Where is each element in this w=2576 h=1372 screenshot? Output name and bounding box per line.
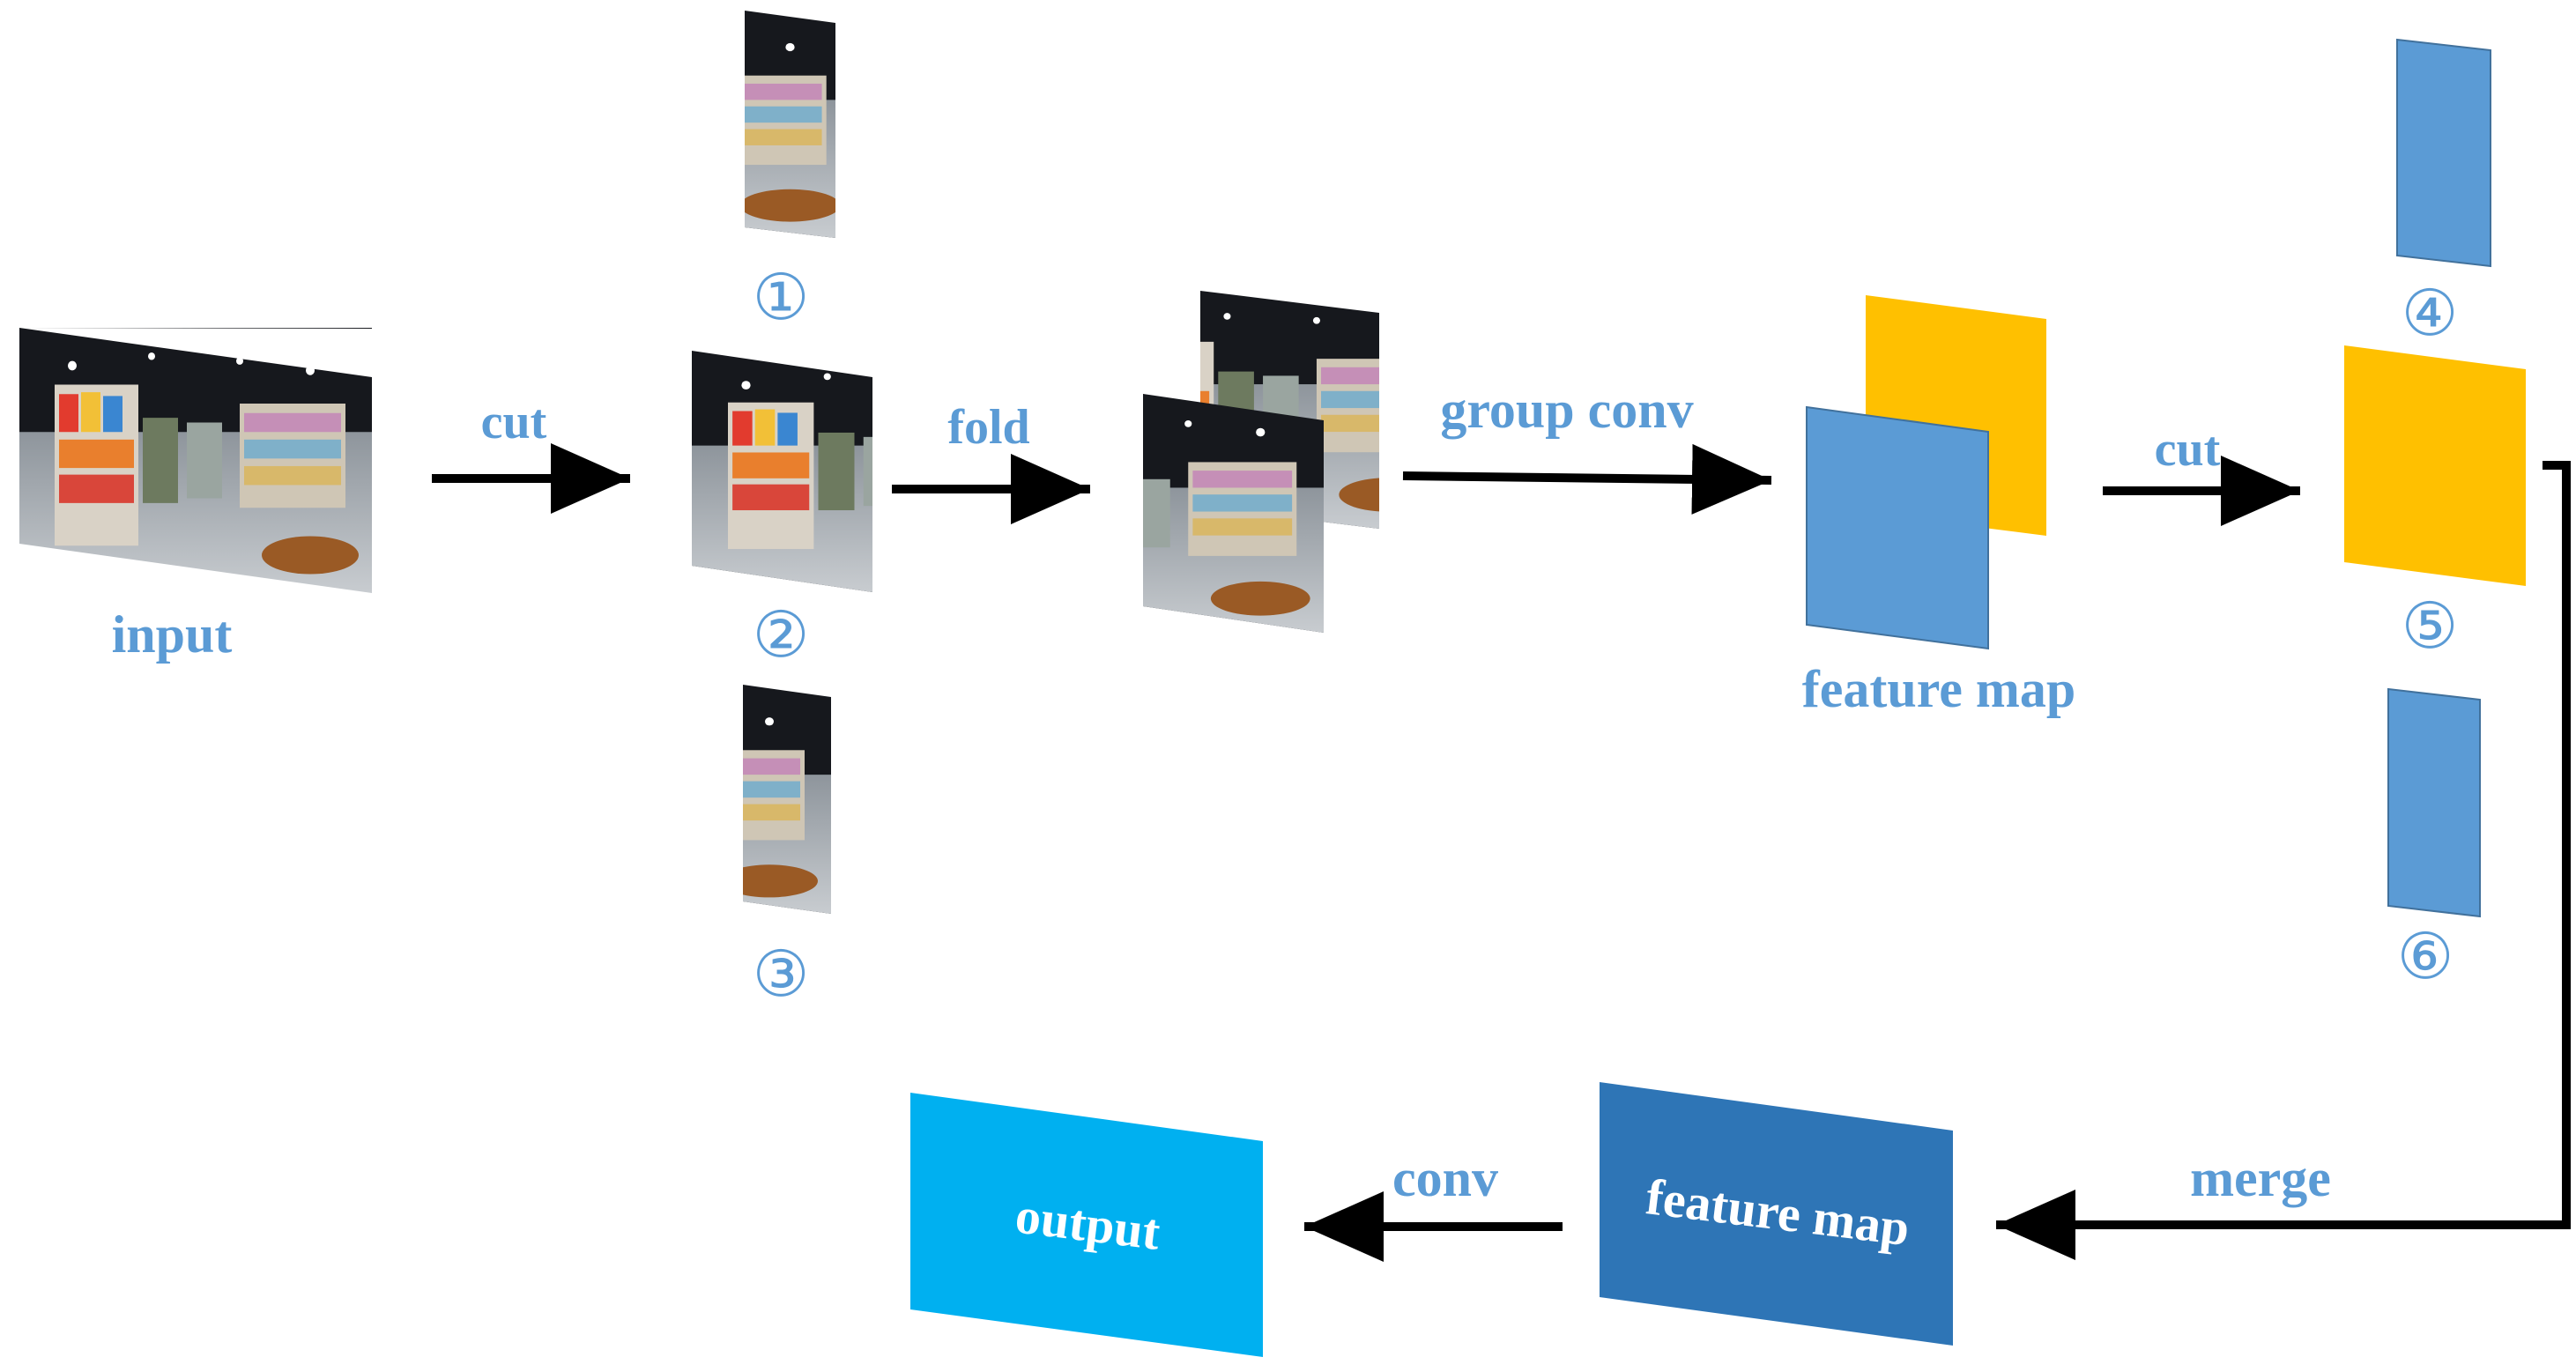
- arrow-merge: [1996, 461, 2571, 1260]
- fold-label: fold: [947, 400, 1029, 455]
- marker-3: ③: [753, 937, 810, 1011]
- part-5: [2344, 345, 2526, 586]
- output-map: [910, 1093, 1263, 1357]
- slice-1: [745, 11, 835, 238]
- merge-label: merge: [2190, 1149, 2331, 1207]
- part-4: [2396, 38, 2491, 268]
- feature-map-top-label: feature map: [1802, 660, 2076, 718]
- feature-map-blue: [1806, 405, 1989, 650]
- input-label: input: [112, 605, 233, 664]
- marker-2: ②: [753, 597, 810, 671]
- marker-4: ④: [2402, 276, 2459, 350]
- cut-label-1: cut: [481, 395, 547, 449]
- group-conv-label: group conv: [1440, 381, 1693, 439]
- folded-stack: [1143, 291, 1379, 633]
- input-panorama: [19, 328, 372, 593]
- conv-label: conv: [1392, 1149, 1498, 1207]
- marker-6: ⑥: [2397, 919, 2454, 993]
- slice-3: [743, 685, 831, 914]
- feature-map-merged: [1600, 1082, 1953, 1346]
- arrow-group-conv: [1402, 443, 1772, 515]
- cut-label-2: cut: [2155, 422, 2221, 477]
- slice-2: [692, 351, 872, 592]
- part-6: [2387, 687, 2481, 918]
- marker-1: ①: [753, 260, 810, 334]
- marker-5: ⑤: [2402, 589, 2459, 663]
